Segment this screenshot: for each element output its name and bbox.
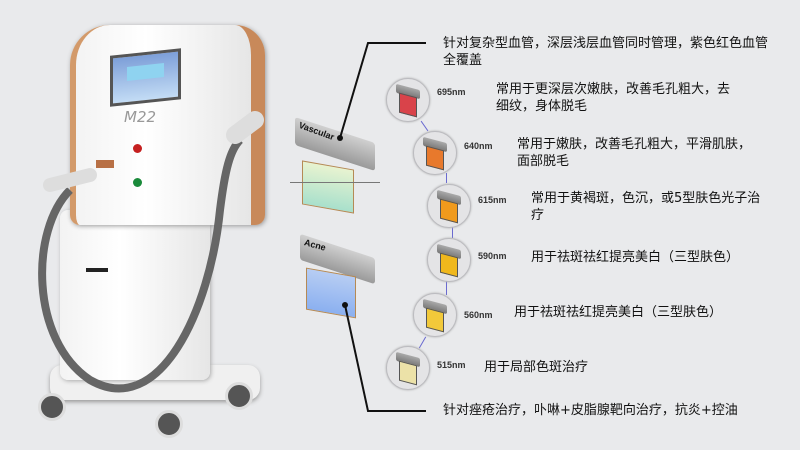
acne-description: 针对痤疮治疗，卟啉+皮脂腺靶向治疗，抗炎+控油 xyxy=(443,403,738,418)
filter-description: 常用于黄褐斑，色沉，或5型肤色光子治疗 xyxy=(531,191,761,223)
filter-swatch xyxy=(426,307,444,333)
wavelength-label: 615nm xyxy=(478,195,507,205)
filter-swatch xyxy=(440,252,458,278)
connector xyxy=(446,173,447,183)
filter-description: 用于祛斑祛红提亮美白（三型肤色） xyxy=(514,305,723,320)
filter-swatch xyxy=(399,360,417,386)
filter-515 xyxy=(386,346,430,390)
filter-695 xyxy=(386,78,430,122)
filter-swatch xyxy=(426,145,444,171)
model-label: M22 xyxy=(124,108,157,126)
divider xyxy=(290,182,380,183)
wavelength-label: 515nm xyxy=(437,360,466,370)
connector xyxy=(452,226,453,238)
indicator-red xyxy=(133,144,142,153)
indicator-green xyxy=(133,178,142,187)
filter-640 xyxy=(413,131,457,175)
filter-description: 用于局部色斑治疗 xyxy=(484,360,589,375)
wavelength-label: 560nm xyxy=(464,310,493,320)
handpiece-port xyxy=(96,160,114,168)
wheel xyxy=(155,410,183,438)
wavelength-label: 590nm xyxy=(478,251,507,261)
filter-description: 常用于更深层次嫩肤，改善毛孔粗大，去细纹，身体脱毛 xyxy=(496,82,731,114)
vascular-description: 针对复杂型血管，深层浅层血管同时管理，紫色红色血管全覆盖 xyxy=(443,36,769,68)
filter-swatch xyxy=(440,198,458,224)
filter-615 xyxy=(427,184,471,228)
filter-description: 用于祛斑祛红提亮美白（三型肤色） xyxy=(531,250,740,265)
slot xyxy=(86,268,108,272)
machine-column xyxy=(60,210,210,380)
ipl-machine: M22 xyxy=(30,10,280,450)
wavelength-label: 640nm xyxy=(464,141,493,151)
wheel xyxy=(225,382,253,410)
wheel xyxy=(38,393,66,421)
filter-swatch xyxy=(399,92,417,118)
handpiece-cable xyxy=(38,111,264,393)
filter-560 xyxy=(413,293,457,337)
filter-description: 常用于嫩肤，改善毛孔粗大，平滑肌肤，面部脱毛 xyxy=(517,137,752,169)
filter-590 xyxy=(427,238,471,282)
wavelength-label: 695nm xyxy=(437,87,466,97)
connector xyxy=(446,281,447,295)
vascular-handpiece: Vascular xyxy=(290,117,380,220)
